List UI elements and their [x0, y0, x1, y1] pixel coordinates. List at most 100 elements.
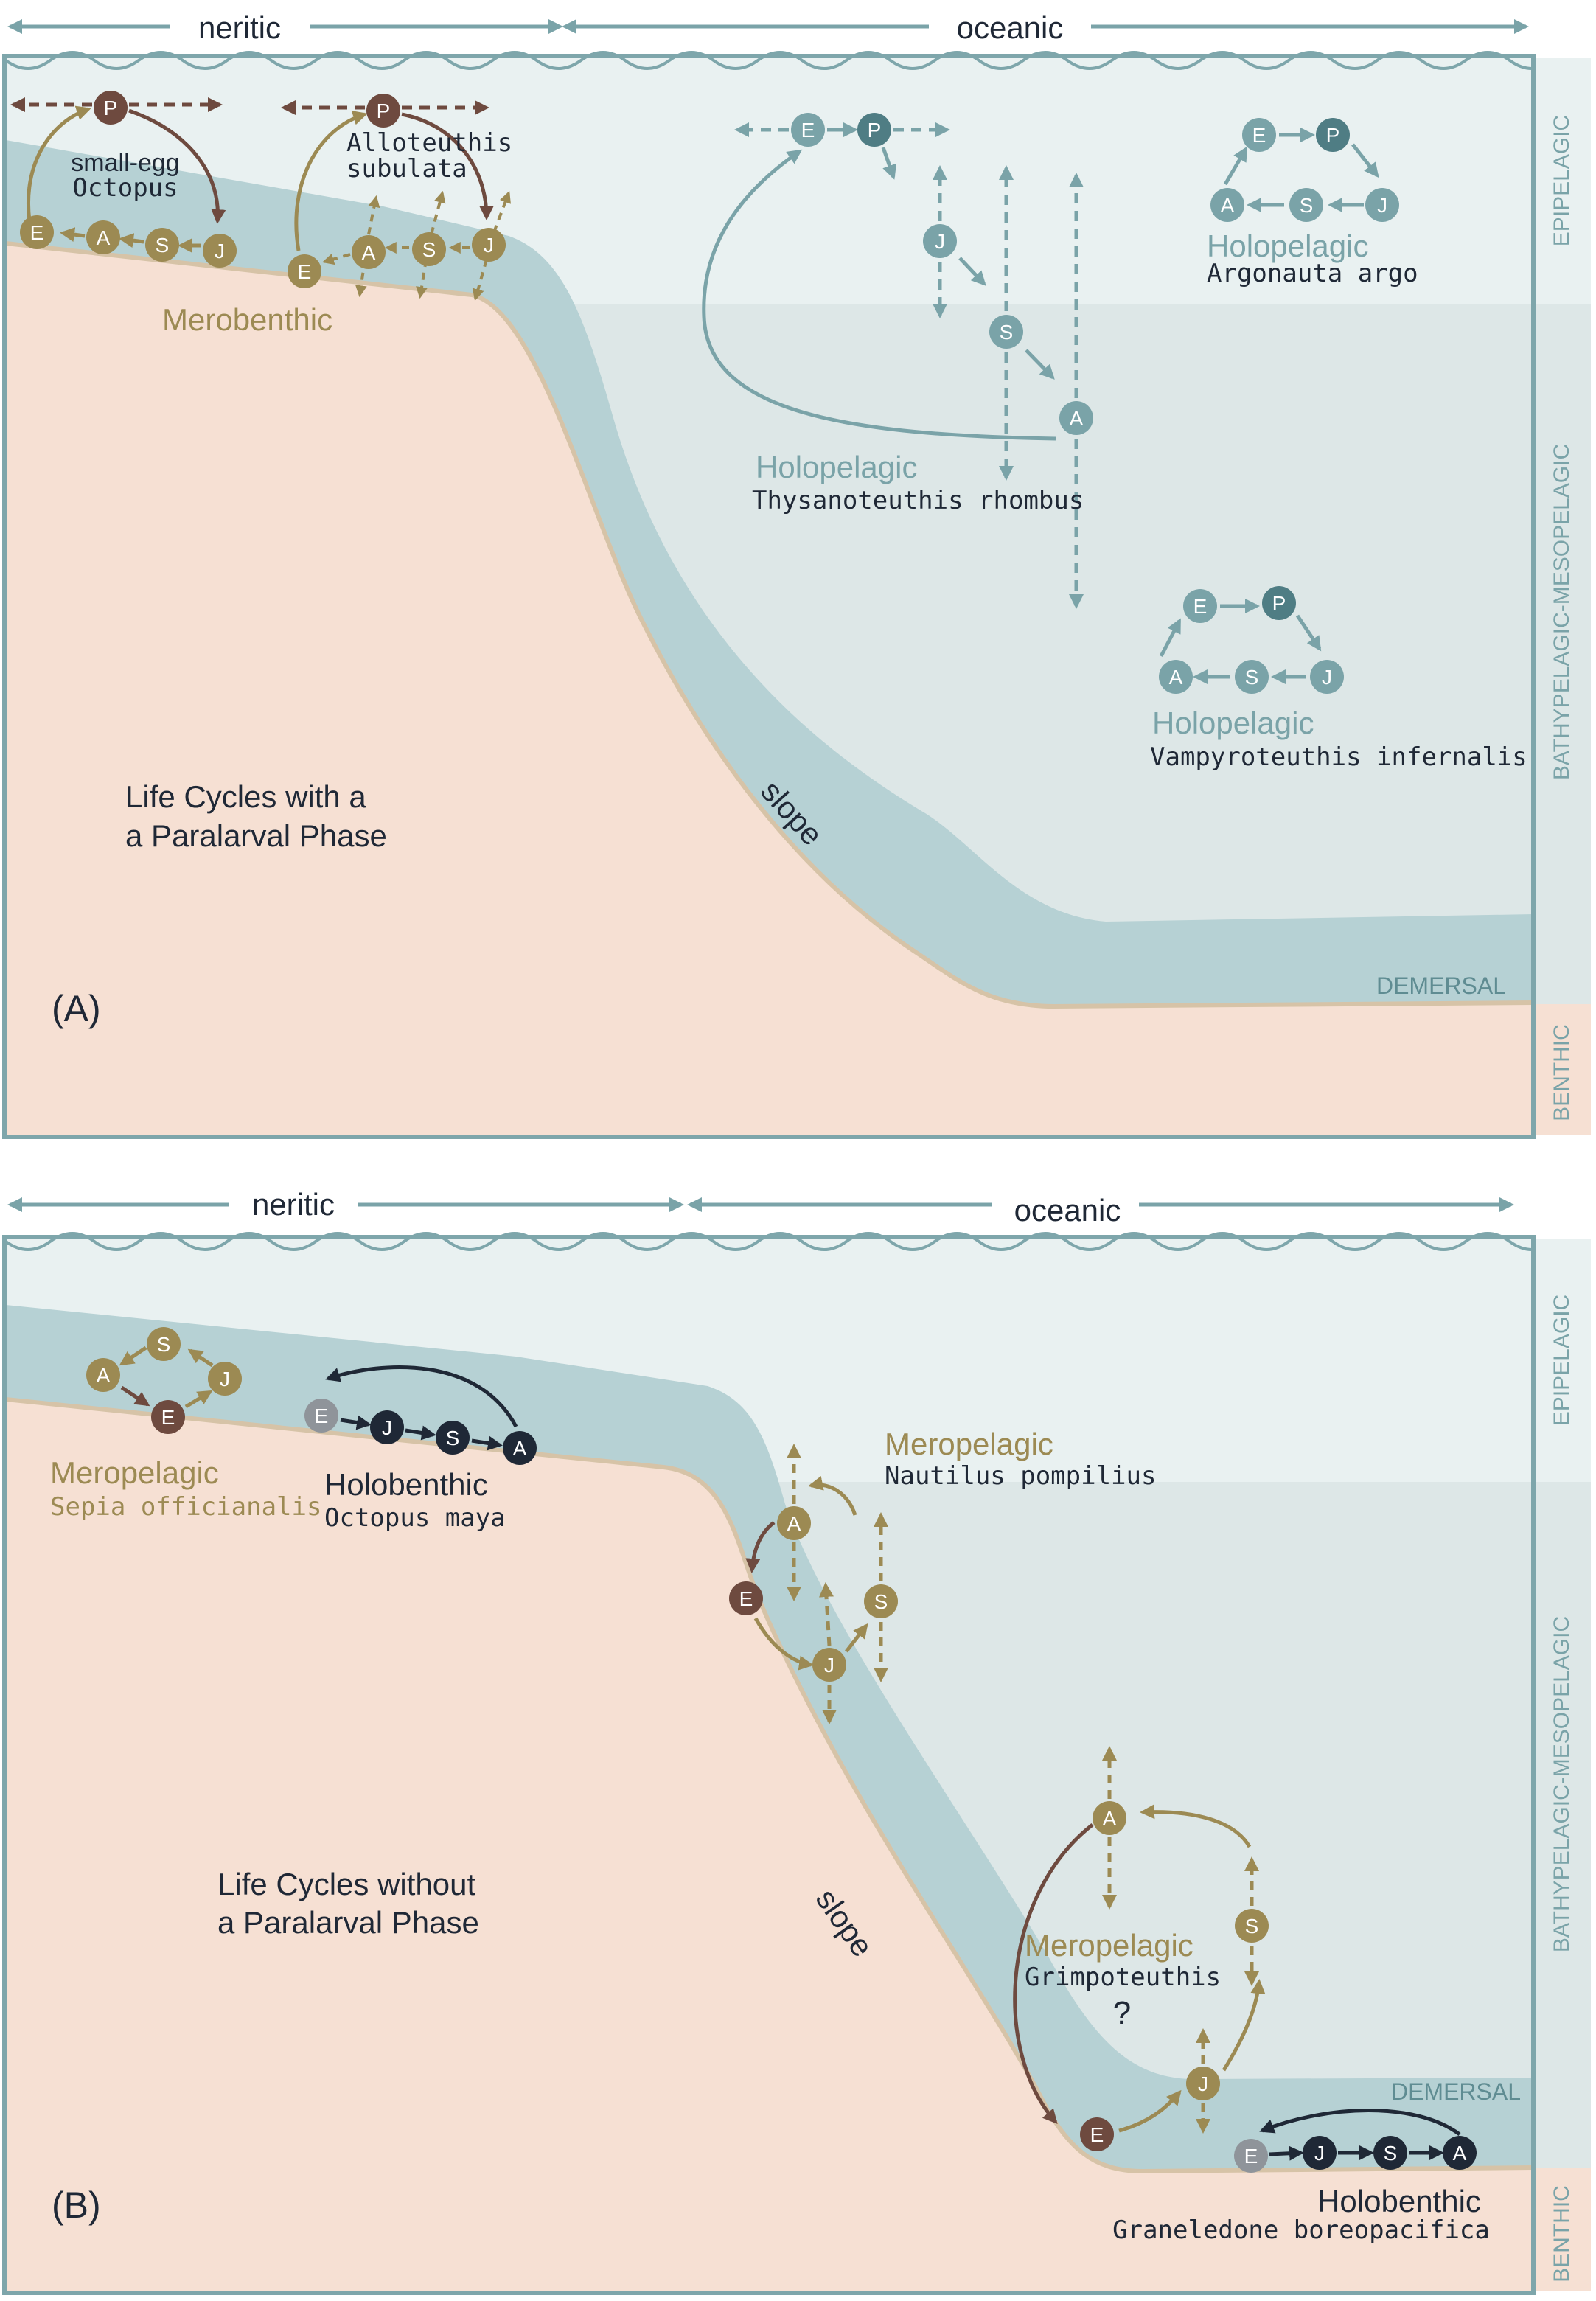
stage-j-octopus-maya-circle: [370, 1410, 404, 1444]
stage-e-graneledone-circle: [1234, 2139, 1268, 2173]
stage-e-nautilus-circle: [729, 1581, 763, 1615]
question-mark: ?: [1113, 1995, 1131, 2031]
stage-p-alloteuthis: P: [366, 94, 400, 128]
stage-s-vampyroteuthis-circle: [1235, 660, 1269, 694]
zone-label-demersal-a: DEMERSAL: [1376, 972, 1506, 999]
meropelagic2-species: Nautilus pompilius: [885, 1461, 1156, 1491]
stage-e-octopus: E: [20, 215, 54, 249]
holobenthic1-species: Octopus maya: [324, 1503, 506, 1533]
holo1-species: Thysanoteuthis rhombus: [752, 486, 1084, 515]
arrow-j2-dashed-up: [492, 191, 511, 233]
stage-a-nautilus: A: [777, 1506, 811, 1540]
holo3-species: Vampyroteuthis infernalis: [1150, 742, 1527, 772]
arrow-s3-to-a3: [1025, 349, 1055, 380]
demersal-band-a: [6, 140, 1533, 1006]
arrow-e2-to-p2: [294, 111, 368, 251]
stage-j-sepia-circle: [208, 1362, 242, 1396]
stage-s-octopus-maya-circle: [436, 1421, 470, 1455]
zone-column-bathy-a: [1535, 304, 1591, 1004]
stage-e-alloteuthis-label: E: [298, 260, 312, 283]
panel-a: neritic oceanic EPIPELAGIC BATHYPELAGIC-…: [2, 10, 1591, 1139]
stage-e-thysanoteuthis-label: E: [801, 119, 815, 142]
stage-a-sepia: A: [86, 1358, 120, 1392]
stage-j-octopus-maya-label: J: [382, 1416, 392, 1439]
caption-b-line2: a Paralarval Phase: [217, 1905, 479, 1940]
cycle-grimpoteuthis: Meropelagic Grimpoteuthis ?: [1013, 1746, 1266, 2134]
oceanic-label-a: oceanic: [957, 10, 1064, 45]
cycle-octopus-maya: Holobenthic Octopus maya: [324, 1365, 518, 1533]
arrow-a9-to-e9: [1013, 1823, 1094, 2124]
stage-e-argonauta: E: [1242, 118, 1276, 152]
stage-j-octopus: J: [203, 234, 237, 268]
zone-label-epipelagic-a: EPIPELAGIC: [1550, 115, 1574, 246]
stage-e-nautilus: E: [729, 1581, 763, 1615]
stage-j-alloteuthis: J: [472, 228, 506, 262]
cycle-nautilus: Meropelagic Nautilus pompilius: [745, 1427, 1156, 1724]
seabed-edge-b: [5, 1397, 1534, 2174]
arrow-e-to-p: [27, 105, 91, 222]
arrow-e9-to-j9: [1118, 2089, 1182, 2133]
arrow-j8-dashed-up: [818, 1582, 834, 1646]
demersal-band-b: [6, 1305, 1533, 2171]
arrow-p2-to-j2: [401, 112, 494, 220]
stage-j-vampyroteuthis: J: [1310, 660, 1344, 694]
stage-e-octopus-circle: [20, 215, 54, 249]
arrow-a2-dashed-up: [367, 195, 380, 235]
stage-a-sepia-circle: [86, 1358, 120, 1392]
cycle-vampyroteuthis: Holopelagic Vampyroteuthis infernalis: [1150, 599, 1527, 772]
stage-j-thysanoteuthis-circle: [923, 224, 957, 258]
stage-a-octopus-label: A: [97, 226, 111, 249]
stage-e-thysanoteuthis-circle: [791, 113, 825, 147]
stage-a-alloteuthis: A: [352, 235, 386, 269]
stage-p-alloteuthis-label: P: [377, 100, 391, 122]
stage-a-argonauta-circle: [1210, 188, 1244, 222]
stage-p-octopus: P: [94, 91, 128, 125]
stage-s-graneledone-label: S: [1384, 2142, 1398, 2165]
stage-a-nautilus-circle: [777, 1506, 811, 1540]
stage-e-vampyroteuthis-label: E: [1193, 595, 1208, 618]
holo1-label: Holopelagic: [756, 450, 917, 484]
zone-label-benthic-a: BENTHIC: [1550, 1024, 1574, 1121]
alloteuthis-label-line1: Alloteuthis: [346, 128, 512, 158]
stage-s-graneledone-circle: [1373, 2136, 1407, 2170]
meropelagic1-label: Meropelagic: [50, 1455, 219, 1490]
arrow-s-to-a: [119, 233, 144, 248]
panel-label-a: (A): [52, 988, 101, 1029]
arrow-p4-to-j4: [1351, 143, 1379, 178]
stage-p-octopus-circle: [94, 91, 128, 125]
stage-p-argonauta-circle: [1316, 118, 1350, 152]
stage-j-argonauta: J: [1365, 188, 1399, 222]
holo3-label: Holopelagic: [1152, 706, 1314, 740]
stage-a-vampyroteuthis-circle: [1159, 660, 1193, 694]
stage-a-octopus: A: [86, 220, 120, 254]
holo2-label: Holopelagic: [1207, 229, 1368, 263]
stage-a-graneledone-circle: [1443, 2136, 1477, 2170]
stage-s-argonauta-label: S: [1300, 194, 1314, 217]
stage-s-grimpoteuthis: S: [1235, 1909, 1269, 1943]
stage-j-alloteuthis-label: J: [484, 234, 494, 257]
stage-j-nautilus-label: J: [824, 1654, 834, 1677]
cycle-sepia: Meropelagic Sepia officianalis: [50, 1346, 321, 1522]
caption-b-line1: Life Cycles without: [217, 1867, 475, 1901]
stage-e-graneledone: E: [1234, 2139, 1268, 2173]
stage-a-argonauta: A: [1210, 188, 1244, 222]
meropelagic3-species: Grimpoteuthis: [1025, 1963, 1221, 1992]
arrow-s8-to-a8: [808, 1476, 857, 1516]
stage-a-sepia-label: A: [97, 1364, 111, 1387]
stage-a-grimpoteuthis: A: [1093, 1801, 1126, 1835]
merobenthic-label: Merobenthic: [162, 302, 332, 337]
arrow-s7-to-a7: [471, 1435, 503, 1451]
stage-e-thysanoteuthis: E: [791, 113, 825, 147]
stage-a-vampyroteuthis: A: [1159, 660, 1193, 694]
arrow-a4-to-e4: [1223, 146, 1248, 186]
stage-s-graneledone: S: [1373, 2136, 1407, 2170]
holobenthic2-species: Graneledone boreopacifica: [1112, 2215, 1490, 2245]
stage-a-alloteuthis-label: A: [362, 241, 376, 264]
zone-label-bathy-a: BATHYPELAGIC-MESOPELAGIC: [1550, 444, 1574, 780]
zone-column-epi-a: [1535, 58, 1591, 304]
stage-j-nautilus: J: [812, 1648, 846, 1682]
arrow-s2-dashed-up: [430, 190, 446, 235]
stage-e-nautilus-label: E: [739, 1587, 753, 1610]
